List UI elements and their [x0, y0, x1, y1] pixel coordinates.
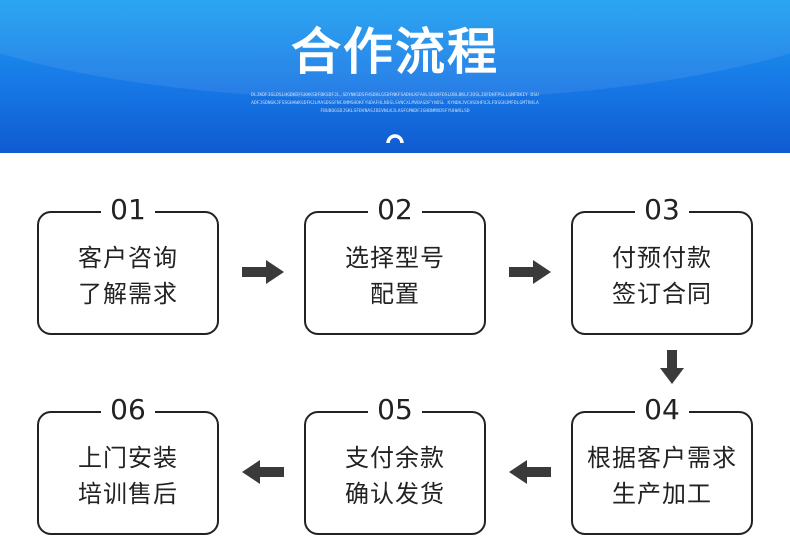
step-line: 上门安装	[78, 444, 178, 472]
arrow-left-icon	[242, 460, 284, 484]
step-06: 06 上门安装 培训售后	[37, 390, 219, 535]
step-05: 05 支付余款 确认发货	[304, 390, 486, 535]
step-02: 02 选择型号 配置	[304, 190, 486, 335]
step-line: 了解需求	[78, 280, 178, 308]
step-line: 支付余款	[345, 444, 445, 472]
step-number: 05	[368, 390, 422, 430]
page-title: 合作流程	[291, 23, 499, 81]
step-line: 确认发货	[345, 480, 445, 508]
step-03: 03 付预付款 签订合同	[571, 190, 753, 335]
step-number: 06	[101, 390, 155, 430]
step-line: 生产加工	[612, 480, 712, 508]
step-number: 03	[635, 190, 689, 230]
step-line: 选择型号	[345, 244, 445, 272]
step-line: 付预付款	[612, 244, 712, 272]
arrow-left-icon	[509, 460, 551, 484]
header-banner: 合作流程 DLJKDFJGLDSLHGDKDFGHAKSDFBKSDFJL,SD…	[0, 0, 790, 153]
step-number: 01	[101, 190, 155, 230]
arrow-right-icon	[242, 260, 284, 284]
step-04: 04 根据客户需求 生产加工	[571, 390, 753, 535]
step-number: 02	[368, 190, 422, 230]
decorative-subtitle: DLJKDFJGLDSLHGDKDFGHAKSDFBKSDFJL,SDYNKSD…	[251, 93, 539, 114]
step-line: 客户咨询	[78, 244, 178, 272]
step-line: 培训售后	[78, 480, 178, 508]
step-number: 04	[635, 390, 689, 430]
step-line: 配置	[370, 280, 420, 308]
step-01: 01 客户咨询 了解需求	[37, 190, 219, 335]
chevron-up-icon	[386, 134, 404, 144]
arrow-right-icon	[509, 260, 551, 284]
step-line: 根据客户需求	[587, 444, 737, 472]
arrow-down-icon	[660, 350, 684, 384]
step-line: 签订合同	[612, 280, 712, 308]
